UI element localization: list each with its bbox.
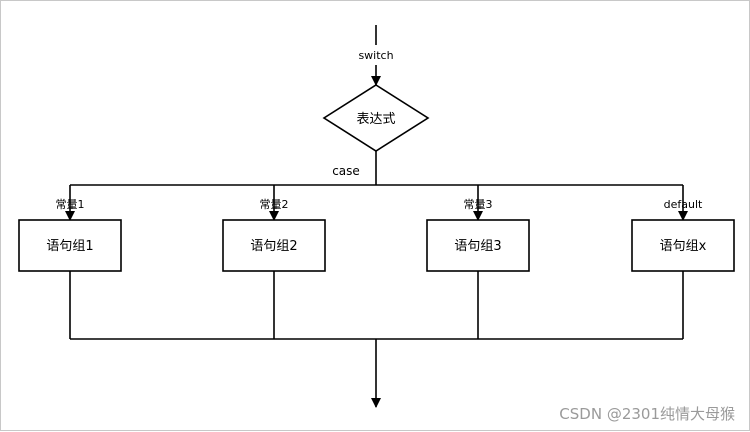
edge-label-2: 常量2 [260,198,289,211]
edge-label-3: 常量3 [464,198,493,211]
edge-label-1: 常量1 [56,198,85,211]
case-label: case [332,164,360,178]
decision-label: 表达式 [356,112,395,127]
statement-label-3: 语句组3 [454,239,501,254]
watermark: CSDN @2301纯情大母猴 [559,405,735,423]
statement-label-default: 语句组x [660,239,707,254]
statement-box-1 [18,219,122,272]
edge-label-default: default [664,198,703,211]
statement-label-2: 语句组2 [250,239,297,254]
statement-label-1: 语句组1 [46,239,93,254]
statement-box-default [631,219,735,272]
switch-label: switch [358,49,393,62]
